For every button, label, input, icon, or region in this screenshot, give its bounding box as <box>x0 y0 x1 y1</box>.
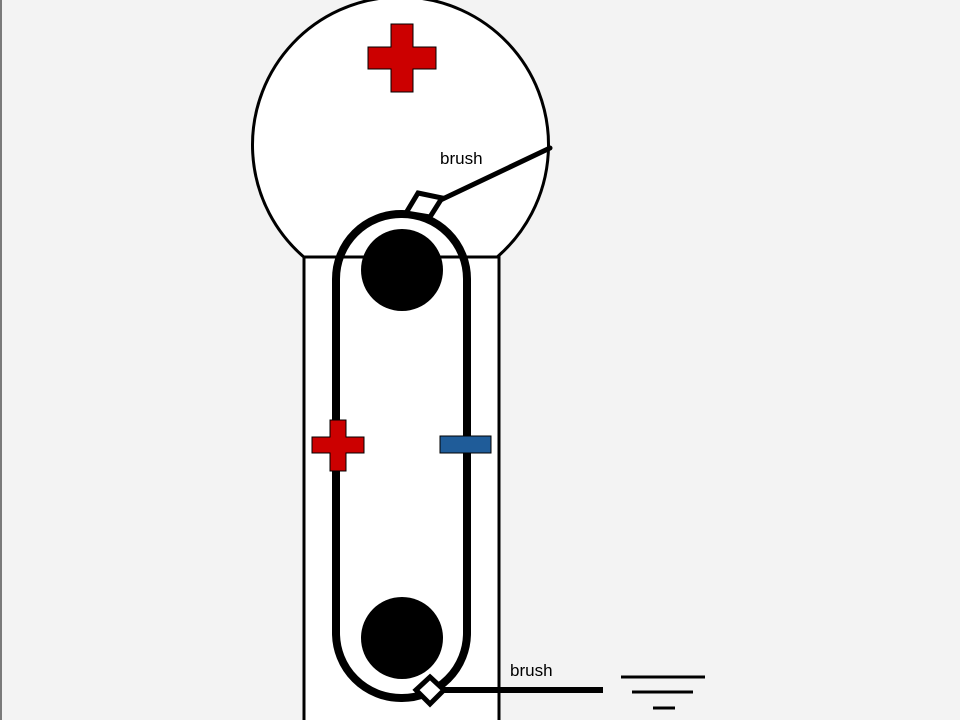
upper-brush-wire <box>427 145 553 208</box>
upper-roller <box>361 229 443 311</box>
upper-brush <box>401 145 553 220</box>
dome <box>251 0 550 260</box>
upper-brush-label: brush <box>440 149 483 168</box>
ground-icon <box>621 675 705 710</box>
lower-brush <box>412 673 603 708</box>
upper-brush-contact <box>401 190 447 220</box>
lower-brush-contact <box>412 673 448 708</box>
dome-plus-icon <box>367 23 437 93</box>
dome-outline <box>251 0 550 260</box>
lower-brush-label: brush <box>510 661 553 680</box>
belt-plus-icon <box>311 419 365 472</box>
belt-minus-icon <box>439 435 492 454</box>
lower-roller <box>361 597 443 679</box>
